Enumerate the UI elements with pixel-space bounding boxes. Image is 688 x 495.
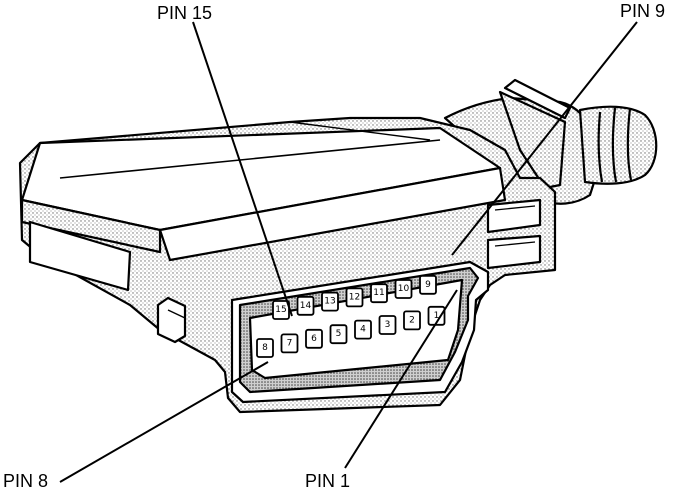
leader-line-pin8 — [59, 361, 269, 483]
pin-number: 5 — [336, 329, 342, 339]
pin-5: 5 — [329, 324, 348, 345]
pin-box — [280, 333, 299, 354]
pin-box — [296, 295, 315, 316]
pin-grid: 15 14 13 12 11 10 9 8 7 6 5 4 3 2 1 — [256, 274, 446, 358]
side-latch — [156, 296, 187, 344]
pin-8: 8 — [256, 338, 274, 358]
pin-number: 13 — [324, 297, 335, 307]
pin-number: 10 — [398, 284, 410, 294]
pin-box — [427, 305, 446, 326]
pin-number: 15 — [275, 305, 286, 315]
leader-line-pin15 — [192, 21, 293, 317]
pin-3: 3 — [378, 315, 397, 335]
pin-9: 9 — [419, 274, 437, 295]
leader-lines — [59, 21, 638, 483]
callout-pin-8: PIN 8 — [3, 471, 49, 491]
pin-number: 9 — [425, 280, 431, 290]
pin-13: 13 — [321, 291, 339, 312]
pin-2: 2 — [403, 310, 421, 331]
callout-pin-1: PIN 1 — [305, 471, 351, 491]
pin-15: 15 — [272, 300, 290, 320]
pin-box — [370, 283, 388, 304]
pin-box — [321, 291, 339, 312]
pin-number: 11 — [373, 288, 384, 298]
pin-box — [419, 274, 437, 295]
pin-12: 12 — [345, 287, 364, 308]
pin-box — [354, 319, 372, 340]
pin-box — [345, 287, 364, 308]
pin-box — [378, 315, 397, 335]
leader-line-pin9 — [451, 21, 638, 256]
cable-boot — [443, 78, 658, 205]
pin-number: 7 — [287, 338, 293, 348]
pin-11: 11 — [370, 283, 388, 304]
pin-number: 8 — [262, 343, 268, 353]
pin-box — [329, 324, 348, 345]
pin-number: 3 — [385, 320, 391, 330]
callout-pin-9: PIN 9 — [620, 1, 666, 21]
pin-box — [403, 310, 421, 331]
pin-number: 1 — [434, 311, 440, 321]
pin-number: 6 — [311, 334, 317, 344]
pin-number: 2 — [409, 315, 415, 325]
leader-line-pin1 — [344, 289, 458, 469]
pin-1: 1 — [427, 305, 446, 326]
pin-7: 7 — [280, 333, 299, 354]
pin-box — [256, 338, 274, 358]
pin-number: 12 — [349, 292, 360, 302]
pin-number: 14 — [300, 301, 312, 311]
pin-14: 14 — [296, 295, 315, 316]
pin-6: 6 — [305, 328, 323, 349]
callout-pin-15: PIN 15 — [157, 3, 213, 23]
rear-latch — [486, 198, 542, 270]
pin-4: 4 — [354, 319, 372, 340]
pin-box — [305, 328, 323, 349]
pin-number: 4 — [360, 325, 366, 335]
pin-box — [394, 279, 413, 299]
pin-10: 10 — [394, 279, 413, 299]
